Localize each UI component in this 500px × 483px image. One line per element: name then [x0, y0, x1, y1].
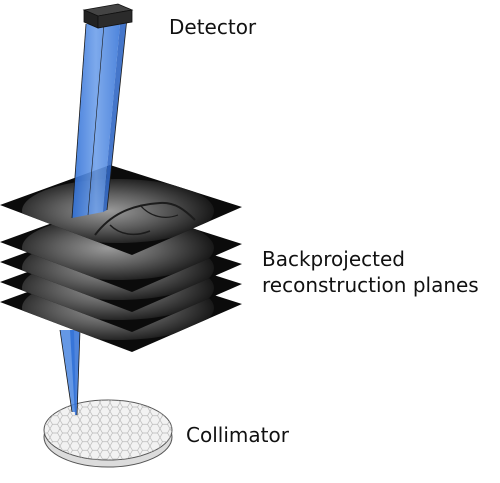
planes-label-line2: reconstruction planes: [262, 273, 479, 297]
beam-lower: [59, 329, 81, 416]
planes-label: Backprojected reconstruction planes: [262, 246, 479, 298]
reconstruction-planes: [0, 165, 242, 352]
detector: [82, 3, 134, 29]
collimator: [43, 399, 173, 468]
detector-label: Detector: [169, 15, 257, 39]
planes-label-line1: Backprojected: [262, 247, 405, 271]
collimator-label: Collimator: [186, 423, 289, 447]
beam-upper: [71, 17, 128, 219]
